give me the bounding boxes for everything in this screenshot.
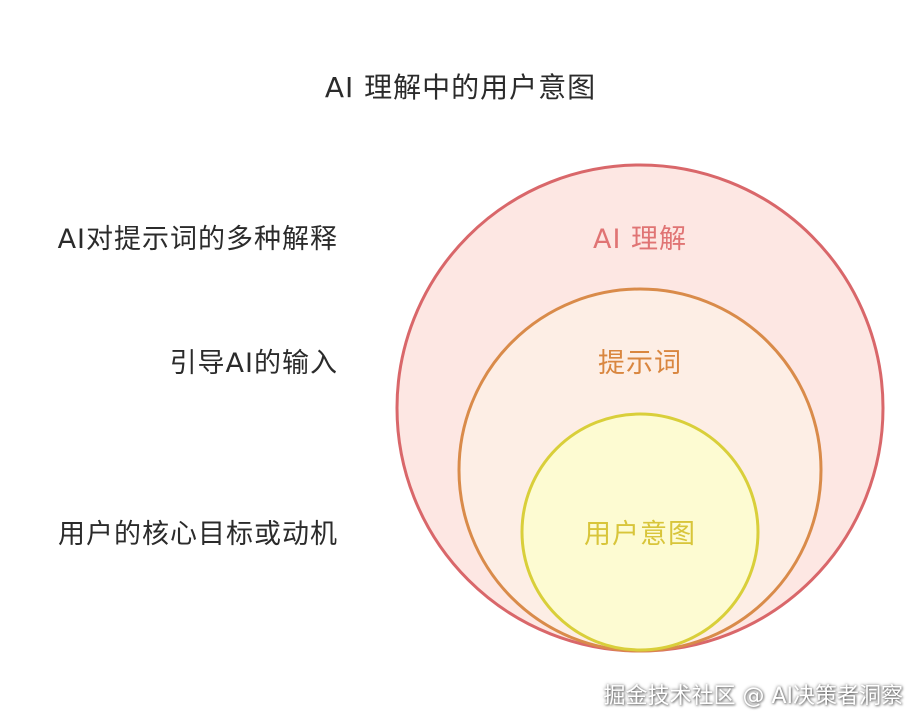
label-core-goal: 用户的核心目标或动机 (58, 519, 338, 550)
page-title: AI 理解中的用户意图 (324, 71, 597, 104)
circle-user-intent (520, 412, 760, 652)
watermark: 掘金技术社区 @ AI决策者洞察 (603, 684, 903, 709)
ring-label-ai-understanding: AI 理解 (592, 224, 688, 255)
ring-label-user-intent: 用户意图 (584, 519, 696, 550)
ring-label-prompt: 提示词 (598, 348, 682, 379)
label-guiding-input: 引导AI的输入 (169, 348, 338, 379)
label-ai-interpretations: AI对提示词的多种解释 (57, 224, 338, 255)
